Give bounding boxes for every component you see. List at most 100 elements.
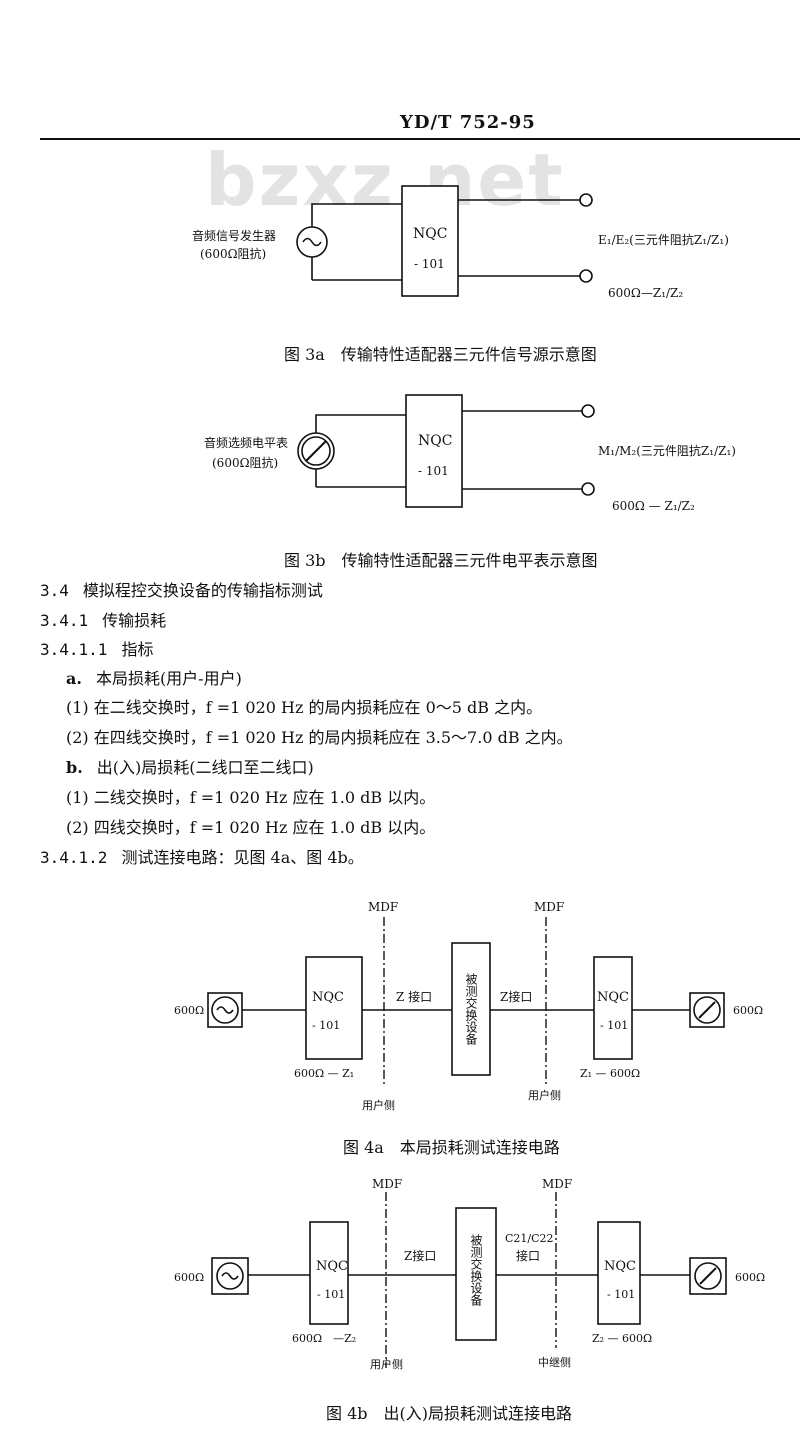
nqc-box-right (597, 1221, 641, 1325)
interface-label-right-1: C21/C22 (505, 1232, 554, 1245)
section-number: 3.4.1 (40, 611, 89, 630)
output-top-label: E₁/E₂(三元件阻抗Z₁/Z₁) (598, 232, 729, 247)
section-number: 3.4 (40, 581, 69, 600)
nqc-label-left: NQC (312, 990, 344, 1005)
nqc-model-right: - 101 (607, 1288, 635, 1301)
sine-wave-icon (221, 1272, 239, 1280)
terminal-icon (579, 269, 593, 283)
source-impedance: (600Ω阻抗) (200, 246, 266, 261)
right-impedance: 600Ω (733, 1004, 763, 1017)
nqc-label-right: NQC (597, 990, 629, 1005)
side-label-right: 中继侧 (538, 1356, 571, 1369)
level-meter-icon (693, 996, 721, 1024)
sine-wave-icon (216, 1006, 234, 1014)
interface-label-right-2: 接口 (516, 1248, 540, 1263)
signal-source-icon (216, 1262, 244, 1290)
mdf-label-right: MDF (534, 900, 564, 914)
mdf-label-left: MDF (368, 900, 398, 914)
nqc-box-left (309, 1221, 349, 1325)
figure-3a: 音频信号发生器 (600Ω阻抗) NQC - 101 E₁/E₂(三元件阻抗Z₁… (192, 185, 729, 300)
under-label-right: Z₁ — 600Ω (580, 1067, 640, 1080)
mdf-label-right: MDF (542, 1177, 572, 1191)
nqc-label-right: NQC (604, 1259, 636, 1274)
dut-box (451, 942, 491, 1076)
left-impedance: 600Ω (174, 1271, 204, 1284)
nqc-model-left: - 101 (317, 1288, 345, 1301)
item-label: a. (66, 669, 82, 688)
source-label: 音频信号发生器 (192, 228, 276, 243)
item-b-1: (1) 二线交换时，f =1 020 Hz 应在 1.0 dB 以内。 (66, 788, 436, 807)
nqc-model-right: - 101 (600, 1019, 628, 1032)
figure-4b: 600Ω 600Ω MDF MDF NQC - 101 NQC - 101 Z接… (174, 1177, 765, 1371)
standard-number: YD/T 752-95 (400, 112, 536, 133)
nqc-model-left: - 101 (312, 1019, 340, 1032)
interface-label-left: Z接口 (404, 1248, 436, 1263)
nqc-label: NQC (413, 226, 447, 242)
meter-dial (301, 436, 331, 466)
section-title: 测试连接电路：见图 4a、图 4b。 (121, 848, 364, 867)
nqc-label: NQC (418, 433, 452, 449)
figure-3b-caption: 图 3b 传输特性适配器三元件电平表示意图 (284, 551, 598, 570)
meter-label: 音频选频电平表 (204, 435, 288, 450)
terminal-icon (581, 482, 595, 496)
level-meter-icon (694, 1262, 722, 1290)
figure-4a-caption: 图 4a 本局损耗测试连接电路 (343, 1138, 560, 1157)
left-impedance: 600Ω (174, 1004, 204, 1017)
item-text: 本局损耗(用户-用户) (95, 669, 242, 688)
nqc-label-left: NQC (316, 1259, 348, 1274)
figure-4b-caption: 图 4b 出(入)局损耗测试连接电路 (326, 1404, 572, 1423)
side-label-right: 用户侧 (528, 1088, 561, 1102)
item-a-1: (1) 在二线交换时，f =1 020 Hz 的局内损耗应在 0～5 dB 之内… (66, 698, 543, 717)
item-b: b. 出(入)局损耗(二线口至二线口) (66, 754, 314, 778)
sine-wave-icon (302, 237, 322, 247)
section-3-4-1-1: 3.4.1.1 指标 (40, 636, 153, 660)
under-label-left: 600Ω — Z₁ (294, 1067, 354, 1080)
section-3-4-1-2: 3.4.1.2 测试连接电路：见图 4a、图 4b。 (40, 844, 364, 868)
nqc-box-left (305, 956, 363, 1060)
output-top-label: M₁/M₂(三元件阻抗Z₁/Z₁) (598, 443, 736, 458)
section-number: 3.4.1.1 (40, 640, 108, 659)
side-label-left: 用户侧 (370, 1357, 403, 1371)
signal-source-icon (211, 996, 239, 1024)
figure-3a-caption: 图 3a 传输特性适配器三元件信号源示意图 (284, 345, 597, 364)
header-rule (40, 138, 800, 140)
item-label: b. (66, 758, 83, 777)
section-3-4-1: 3.4.1 传输损耗 (40, 607, 166, 631)
nqc-box (401, 185, 459, 297)
nqc-box (405, 394, 463, 508)
nqc-model: - 101 (418, 464, 449, 478)
item-a: a. 本局损耗(用户-用户) (66, 665, 242, 689)
meter-needle (698, 1001, 716, 1019)
meter-impedance: (600Ω阻抗) (212, 455, 278, 470)
meter-needle (699, 1267, 717, 1285)
item-b-2: (2) 四线交换时，f =1 020 Hz 应在 1.0 dB 以内。 (66, 818, 436, 837)
item-a-2: (2) 在四线交换时，f =1 020 Hz 的局内损耗应在 3.5～7.0 d… (66, 728, 573, 747)
section-3-4: 3.4 模拟程控交换设备的传输指标测试 (40, 577, 323, 601)
side-label-left: 用户侧 (362, 1098, 395, 1112)
terminal-icon (579, 193, 593, 207)
mdf-label-left: MDF (372, 1177, 402, 1191)
section-number: 3.4.1.2 (40, 848, 108, 867)
section-title: 指标 (121, 640, 154, 659)
dut-box (455, 1207, 497, 1341)
dut-label: 被测交换设备 (469, 1234, 483, 1307)
output-bottom-label: 600Ω — Z₁/Z₂ (612, 499, 695, 513)
nqc-model: - 101 (414, 257, 445, 271)
watermark: bzxz.net (205, 138, 565, 222)
nqc-box-right (593, 956, 633, 1060)
source-box (207, 992, 243, 1028)
item-text: 出(入)局损耗(二线口至二线口) (96, 758, 314, 777)
interface-label-left: Z 接口 (396, 989, 432, 1004)
interface-label-right: Z接口 (500, 989, 532, 1004)
terminal-icon (581, 404, 595, 418)
under-label-right: Z₂ — 600Ω (592, 1332, 652, 1345)
meter-needle (305, 440, 327, 462)
output-bottom-label: 600Ω—Z₁/Z₂ (608, 286, 683, 300)
dut-label: 被测交换设备 (464, 973, 478, 1046)
right-impedance: 600Ω (735, 1271, 765, 1284)
figure-4a: 600Ω 600Ω MDF MDF NQC - 101 NQC - 101 Z … (174, 900, 763, 1112)
section-title: 传输损耗 (102, 611, 167, 630)
under-label-left: 600Ω —Z₂ (292, 1332, 356, 1345)
section-title: 模拟程控交换设备的传输指标测试 (82, 581, 323, 600)
figure-3b: 音频选频电平表 (600Ω阻抗) NQC - 101 M₁/M₂(三元件阻抗Z₁… (204, 394, 736, 513)
